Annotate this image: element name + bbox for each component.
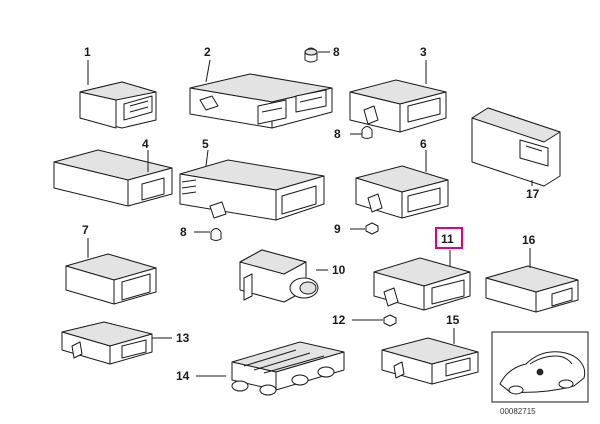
part-2-control-unit: [189, 59, 333, 129]
label-17: 17: [526, 187, 540, 201]
label-9: 9: [334, 222, 341, 236]
part-8-grommet-low: [194, 228, 222, 241]
label-14: 14: [176, 369, 190, 383]
label-7: 7: [82, 223, 89, 237]
label-13: 13: [176, 331, 190, 345]
label-2: 2: [204, 45, 211, 59]
part-5-control-unit: [179, 149, 325, 221]
label-8-low: 8: [180, 225, 187, 239]
part-15-control-unit: [381, 328, 479, 385]
label-8-mid: 8: [334, 127, 341, 141]
part-8-grommet-mid: [350, 126, 373, 139]
part-10-sensor: [239, 249, 328, 303]
part-12-nut: [352, 314, 397, 327]
part-14-connector: [196, 341, 345, 396]
label-11: 11: [441, 232, 454, 246]
label-5: 5: [202, 137, 209, 151]
label-16: 16: [522, 233, 536, 247]
label-12: 12: [332, 313, 346, 327]
label-10: 10: [332, 263, 346, 277]
label-1: 1: [84, 45, 91, 59]
car-location-inset: [491, 331, 589, 403]
part-17-housing: [471, 107, 561, 187]
part-9-nut: [350, 222, 379, 235]
part-6-control-unit: [355, 150, 449, 219]
part-13-control-unit: [61, 321, 172, 365]
part-1-control-unit: [79, 60, 157, 129]
part-7-control-unit: [65, 238, 157, 305]
part-4-control-unit: [53, 149, 173, 207]
part-11-highlight: [435, 227, 463, 249]
part-11-control-unit: [373, 250, 471, 311]
diagram-reference-number: 00082715: [500, 407, 536, 416]
label-4: 4: [142, 137, 149, 151]
part-8-grommet-top: [304, 47, 330, 63]
label-3: 3: [420, 45, 427, 59]
label-15: 15: [446, 313, 460, 327]
label-8-top: 8: [333, 45, 340, 59]
part-16-control-unit: [485, 248, 579, 313]
label-6: 6: [420, 137, 427, 151]
part-3-control-unit: [349, 60, 447, 133]
